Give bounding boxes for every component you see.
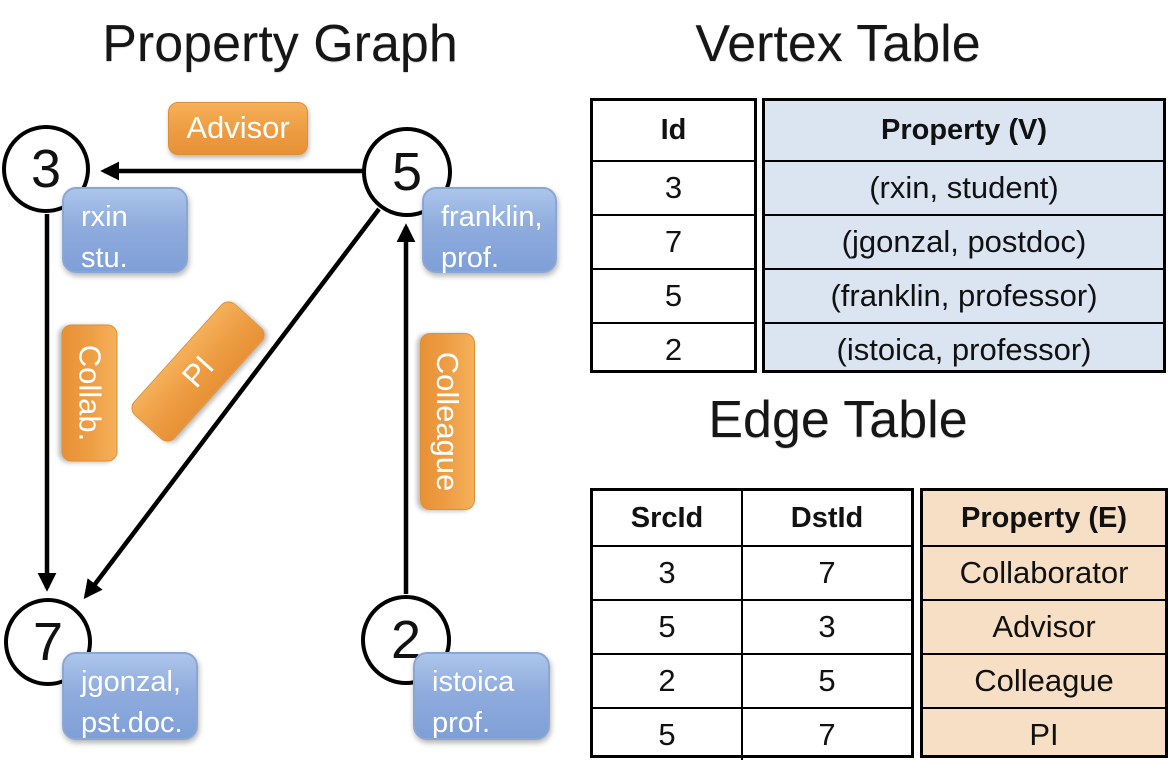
edge-table-header-property: Property (E) (961, 501, 1127, 534)
vertex-table-title: Vertex Table (695, 15, 981, 73)
table-cell: (rxin, student) (765, 160, 1163, 214)
vertex-property-line: franklin, (441, 201, 543, 233)
vertex-property-line: rxin (81, 201, 128, 233)
property-graph-title: Property Graph (102, 15, 458, 73)
vertex-table-header-id: Id (660, 114, 687, 146)
vertex-property-line: istoica (432, 666, 515, 698)
vertex-property-line: jgonzal, (81, 666, 181, 698)
table-cell: Advisor (923, 599, 1165, 653)
table-cell: 5 (741, 655, 911, 707)
graph-edges-canvas (37, 161, 416, 600)
table-cell: 7 (741, 547, 911, 599)
vertex-property-box-rxin: rxin stu. (62, 187, 188, 274)
graph-node-5: 5 (362, 127, 452, 217)
vertex-property-line: prof. (432, 706, 491, 739)
vertex-property-line: pst.doc. (81, 706, 183, 739)
vertex-property-line: prof. (441, 241, 500, 274)
edge-table-header-srcid: SrcId (630, 501, 704, 534)
table-cell: (franklin, professor) (765, 268, 1163, 322)
table-cell: 7 (741, 709, 911, 760)
node-3-id: 3 (30, 139, 62, 199)
vertex-property-line: stu. (81, 241, 128, 274)
table-cell: 3 (593, 160, 754, 214)
edge-table-header-dstid: DstId (741, 491, 911, 545)
edge-label-collaborator: Collab. (61, 324, 118, 462)
table-row: 5 3 (593, 599, 911, 653)
table-row: 3 7 (593, 545, 911, 599)
vertex-table-id-column: Id 3 7 5 2 (590, 98, 757, 373)
table-cell: Colleague (923, 653, 1165, 707)
table-cell: 3 (658, 555, 676, 590)
vertex-property-box-jgonzal: jgonzal, pst.doc. (62, 652, 198, 740)
edge-table-property-column: Property (E) Collaborator Advisor Collea… (920, 488, 1168, 758)
edge-label-advisor: Advisor (168, 102, 308, 155)
vertex-property-box-franklin: franklin, prof. (422, 187, 557, 274)
edge-5-to-7 (83, 207, 381, 600)
vertex-property-box-istoica: istoica prof. (413, 652, 550, 740)
node-5-id: 5 (391, 142, 423, 202)
edge-table-header-row: SrcId DstId (593, 491, 911, 545)
node-7-id: 7 (32, 612, 64, 672)
graph-node-2: 2 (361, 595, 451, 685)
table-cell: 5 (658, 609, 676, 644)
table-cell: 2 (658, 663, 676, 698)
table-cell: 2 (593, 322, 754, 376)
table-cell: 5 (658, 717, 676, 752)
edge-table-title: Edge Table (708, 391, 968, 449)
table-cell: 5 (593, 268, 754, 322)
property-graph-panel: Property Graph 3 5 7 2 Advisor Collab. P (2, 15, 557, 740)
edge-table-id-columns: SrcId DstId 3 7 5 3 2 5 5 7 (590, 488, 914, 760)
table-row: 2 5 (593, 653, 911, 707)
edge-label-colleague: Colleague (420, 333, 475, 510)
table-cell: PI (923, 707, 1165, 760)
table-cell: 7 (593, 214, 754, 268)
table-cell: (jgonzal, postdoc) (765, 214, 1163, 268)
table-cell: Collaborator (923, 545, 1165, 599)
vertex-table-property-column: Property (V) (rxin, student) (jgonzal, p… (762, 98, 1166, 373)
table-cell: (istoica, professor) (765, 322, 1163, 376)
table-cell: 3 (741, 601, 911, 653)
table-row: 5 7 (593, 707, 911, 760)
vertex-table-header-property: Property (V) (881, 114, 1047, 146)
